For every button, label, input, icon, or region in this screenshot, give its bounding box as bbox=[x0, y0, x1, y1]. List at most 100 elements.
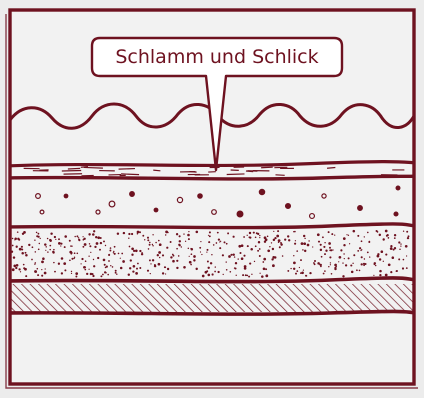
gravel-speck bbox=[135, 249, 138, 252]
gravel-speck bbox=[47, 238, 49, 240]
gravel-speck bbox=[385, 274, 388, 277]
gravel-speck bbox=[61, 272, 63, 274]
gravel-speck bbox=[78, 237, 79, 238]
gravel-speck bbox=[108, 260, 110, 262]
gravel-speck bbox=[406, 231, 408, 233]
gravel-speck bbox=[130, 259, 132, 261]
gravel-speck bbox=[71, 271, 72, 272]
gravel-speck bbox=[110, 247, 112, 249]
gravel-speck bbox=[376, 230, 378, 232]
gravel-speck bbox=[162, 254, 164, 256]
gravel-speck bbox=[74, 258, 75, 259]
gravel-speck bbox=[110, 265, 111, 266]
gravel-speck bbox=[96, 242, 99, 245]
gravel-speck bbox=[190, 264, 192, 266]
gravel-speck bbox=[259, 235, 260, 236]
gravel-speck bbox=[159, 243, 162, 246]
pebble bbox=[198, 194, 202, 198]
gravel-speck bbox=[230, 271, 232, 273]
gravel-speck bbox=[41, 269, 42, 270]
gravel-speck bbox=[20, 271, 21, 272]
gravel-speck bbox=[314, 260, 316, 262]
gravel-speck bbox=[208, 241, 210, 243]
gravel-speck bbox=[379, 274, 381, 276]
gravel-speck bbox=[152, 245, 153, 246]
gravel-speck bbox=[162, 272, 164, 274]
gravel-speck bbox=[32, 246, 34, 248]
mud-dash bbox=[84, 167, 103, 168]
gravel-speck bbox=[330, 264, 331, 265]
gravel-speck bbox=[88, 256, 89, 257]
gravel-speck bbox=[329, 249, 331, 251]
gravel-speck bbox=[188, 238, 190, 240]
gravel-speck bbox=[64, 246, 66, 248]
gravel-speck bbox=[233, 236, 235, 238]
gravel-speck bbox=[93, 259, 94, 260]
gravel-speck bbox=[149, 242, 151, 244]
gravel-speck bbox=[139, 267, 141, 269]
gravel-speck bbox=[343, 237, 346, 240]
gravel-speck bbox=[330, 262, 331, 263]
gravel-speck bbox=[128, 233, 130, 235]
gravel-speck bbox=[42, 257, 45, 260]
gravel-speck bbox=[105, 267, 106, 268]
gravel-speck bbox=[23, 267, 25, 269]
gravel-speck bbox=[348, 257, 350, 259]
gravel-speck bbox=[295, 240, 296, 241]
gravel-speck bbox=[185, 241, 186, 242]
gravel-speck bbox=[95, 236, 97, 238]
gravel-speck bbox=[147, 237, 149, 239]
gravel-speck bbox=[290, 268, 291, 269]
gravel-speck bbox=[23, 264, 25, 266]
gravel-speck bbox=[165, 231, 168, 234]
gravel-speck bbox=[269, 246, 270, 247]
gravel-speck bbox=[223, 274, 224, 275]
gravel-speck bbox=[226, 243, 228, 245]
gravel-speck bbox=[287, 270, 289, 272]
gravel-speck bbox=[94, 246, 96, 248]
gravel-speck bbox=[92, 233, 95, 236]
gravel-speck bbox=[13, 265, 16, 268]
gravel-speck bbox=[44, 272, 47, 275]
hatched-layer bbox=[6, 284, 418, 312]
gravel-speck bbox=[352, 263, 353, 264]
gravel-speck bbox=[128, 237, 129, 238]
gravel-speck bbox=[266, 274, 268, 276]
gravel-speck bbox=[206, 252, 207, 253]
gravel-speck bbox=[236, 275, 237, 276]
gravel-speck bbox=[122, 260, 125, 263]
gravel-speck bbox=[199, 247, 201, 249]
gravel-speck bbox=[256, 232, 258, 234]
gravel-speck bbox=[55, 239, 56, 240]
gravel-speck bbox=[139, 250, 141, 252]
gravel-speck bbox=[108, 254, 110, 256]
pebble bbox=[130, 192, 135, 197]
gravel-speck bbox=[36, 235, 38, 237]
gravel-speck bbox=[222, 254, 224, 256]
gravel-speck bbox=[188, 231, 189, 232]
gravel-speck bbox=[47, 251, 48, 252]
gravel-speck bbox=[373, 275, 374, 276]
gravel-speck bbox=[353, 254, 355, 256]
gravel-speck bbox=[243, 255, 245, 257]
gravel-speck bbox=[234, 256, 235, 257]
gravel-speck bbox=[172, 260, 175, 263]
gravel-speck bbox=[348, 235, 349, 236]
gravel-speck bbox=[338, 261, 339, 262]
gravel-speck bbox=[320, 266, 322, 268]
gravel-speck bbox=[105, 245, 106, 246]
gravel-speck bbox=[394, 247, 396, 249]
gravel-speck bbox=[331, 233, 333, 235]
gravel-speck bbox=[131, 254, 133, 256]
gravel-speck bbox=[394, 237, 396, 239]
gravel-speck bbox=[276, 235, 279, 238]
gravel-speck bbox=[82, 236, 83, 237]
gravel-speck bbox=[263, 258, 266, 261]
gravel-speck bbox=[149, 244, 151, 246]
gravel-speck bbox=[213, 244, 215, 246]
gravel-speck bbox=[13, 256, 15, 258]
gravel-speck bbox=[312, 246, 313, 247]
gravel-speck bbox=[220, 241, 221, 242]
gravel-speck bbox=[262, 261, 264, 263]
gravel-speck bbox=[117, 232, 119, 234]
